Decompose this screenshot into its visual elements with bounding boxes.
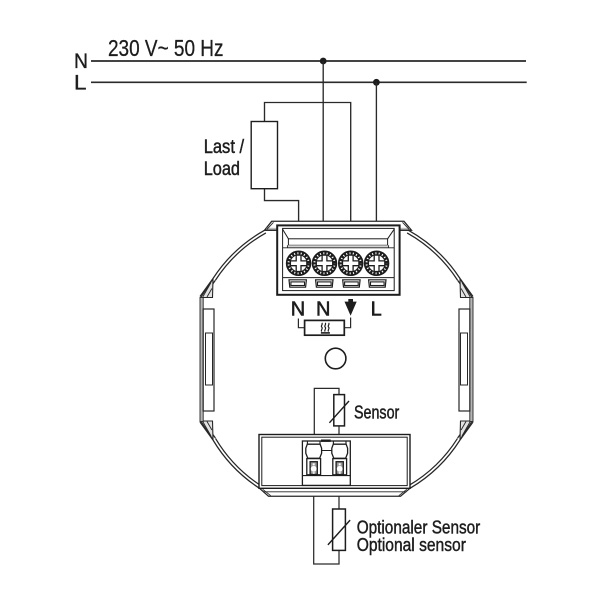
svg-text:Optional sensor: Optional sensor	[357, 534, 466, 555]
svg-text:N: N	[291, 299, 305, 321]
svg-text:Last /: Last /	[204, 137, 245, 158]
svg-text:230 V~ 50 Hz: 230 V~ 50 Hz	[108, 35, 224, 61]
svg-text:Optionaler Sensor: Optionaler Sensor	[357, 517, 481, 538]
svg-text:L: L	[371, 299, 382, 321]
svg-text:N: N	[74, 50, 88, 73]
svg-text:L: L	[74, 72, 87, 95]
svg-text:Load: Load	[204, 159, 240, 180]
svg-text:N: N	[316, 299, 330, 321]
svg-text:Sensor: Sensor	[354, 403, 399, 423]
